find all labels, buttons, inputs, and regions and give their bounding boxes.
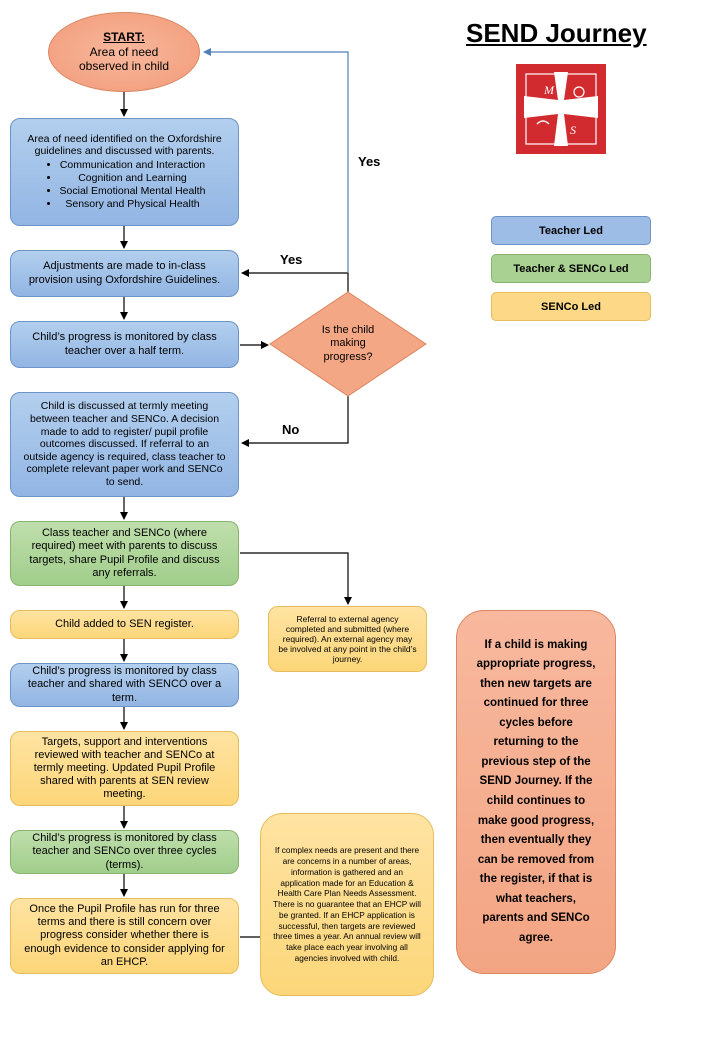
step-identify-need-text: Area of need identified on the Oxfordshi…	[27, 132, 222, 158]
label-yes-top: Yes	[358, 154, 381, 169]
label-no: No	[282, 422, 300, 437]
step-monitor-half-term: Child’s progress is monitored by class t…	[10, 321, 239, 368]
needs-list-item: Sensory and Physical Health	[60, 198, 206, 211]
needs-list-item: Cognition and Learning	[60, 172, 206, 185]
legend-senco-led: SENCo Led	[491, 292, 651, 321]
start-text: Area of need observed in child	[78, 44, 170, 74]
needs-list-item: Social Emotional Mental Health	[60, 185, 206, 198]
step-identify-need: Area of need identified on the Oxfordshi…	[10, 118, 239, 226]
decision-diamond	[269, 291, 427, 397]
arrow-decision-no	[241, 396, 349, 447]
note-appropriate-progress: If a child is making appropriate progres…	[456, 610, 616, 974]
step-meet-parents: Class teacher and SENCo (where required)…	[10, 521, 239, 586]
arrow-step5-to-referral	[240, 552, 352, 605]
label-yes-side: Yes	[280, 252, 303, 267]
arrow-yes-loop-to-start	[203, 48, 349, 273]
note-ehcp-application: If complex needs are present and there a…	[260, 813, 434, 996]
step-adjustments: Adjustments are made to in-class provisi…	[10, 250, 239, 297]
step-consider-ehcp: Once the Pupil Profile has run for three…	[10, 898, 239, 974]
decision-making-progress: Is the child making progress?	[321, 324, 375, 363]
school-crest-cross-icon: M S	[516, 64, 606, 154]
step-termly-meeting: Child is discussed at termly meeting bet…	[10, 392, 239, 497]
logo-letter-s: S	[570, 123, 576, 137]
step-monitor-three-cycles: Child’s progress is monitored by class t…	[10, 830, 239, 874]
step-review-targets: Targets, support and interventions revie…	[10, 731, 239, 806]
legend-teacher-senco-led: Teacher & SENCo Led	[491, 254, 651, 283]
start-heading: START:	[103, 30, 145, 45]
legend-teacher-led: Teacher Led	[491, 216, 651, 245]
note-referral-external-agency: Referral to external agency completed an…	[268, 606, 427, 672]
logo-letter-m: M	[543, 83, 555, 97]
page-title: SEND Journey	[466, 18, 647, 48]
step-add-to-register: Child added to SEN register.	[10, 610, 239, 639]
step-monitor-term: Child’s progress is monitored by class t…	[10, 663, 239, 707]
needs-list-item: Communication and Interaction	[60, 159, 206, 172]
start-node: START: Area of need observed in child	[48, 12, 200, 92]
arrow-decision-yes-to-step2	[241, 269, 349, 292]
needs-list: Communication and Interaction Cognition …	[44, 159, 206, 212]
